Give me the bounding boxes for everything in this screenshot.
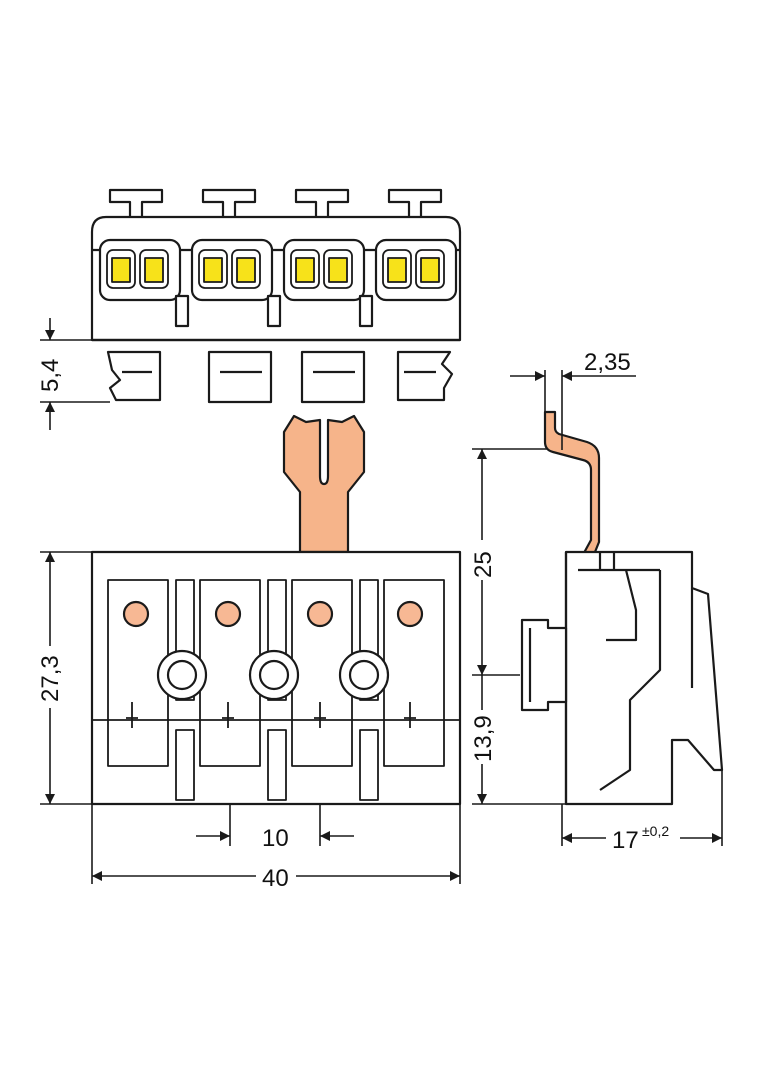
- side-plug: [520, 618, 568, 712]
- dim-pitch: 10: [262, 825, 289, 852]
- release-holes: [156, 649, 390, 701]
- bottom-latches: [106, 350, 454, 404]
- side-housing: [564, 550, 724, 806]
- dim-top-height: 5,4: [37, 359, 64, 392]
- test-slots: [126, 702, 416, 728]
- dim-side-lower: 13,9: [470, 715, 497, 762]
- dim-depth: 17: [612, 827, 639, 854]
- top-view: [90, 188, 462, 404]
- dim-pin-thickness: 2,35: [584, 349, 631, 376]
- dim-side-upper: 25: [470, 551, 497, 578]
- dim-width: 40: [262, 865, 289, 892]
- release-windows: [106, 249, 445, 289]
- terminal-blocks: [92, 579, 460, 801]
- dim-depth-tolerance: ±0,2: [642, 823, 669, 839]
- contact-pin: [282, 414, 366, 554]
- side-view: [520, 410, 724, 806]
- front-view: [90, 414, 462, 806]
- dim-total-height: 27,3: [37, 655, 64, 702]
- side-pin: [543, 410, 601, 564]
- contact-dots: [122, 600, 424, 628]
- dimension-labels: 5,4 27,3 10 40 2,35 25 13,9 17 ±0,2: [34, 349, 680, 892]
